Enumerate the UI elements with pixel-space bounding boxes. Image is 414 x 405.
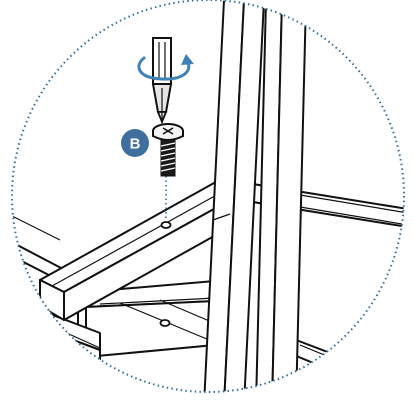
clockwise-rotation-arrow-icon (137, 54, 194, 81)
phillips-screw-icon (152, 123, 184, 177)
phillips-screwdriver-icon (151, 37, 173, 125)
screw-hole-upper (160, 221, 172, 229)
vertical-legs (203, 0, 307, 392)
callout-badge-label: B (130, 136, 141, 153)
screw-hole-lower (159, 319, 171, 327)
back-rail (227, 179, 404, 229)
detail-circle-outline (11, 0, 405, 393)
callout-badge: B (121, 129, 149, 157)
upper-diagonal-rail (39, 182, 233, 321)
